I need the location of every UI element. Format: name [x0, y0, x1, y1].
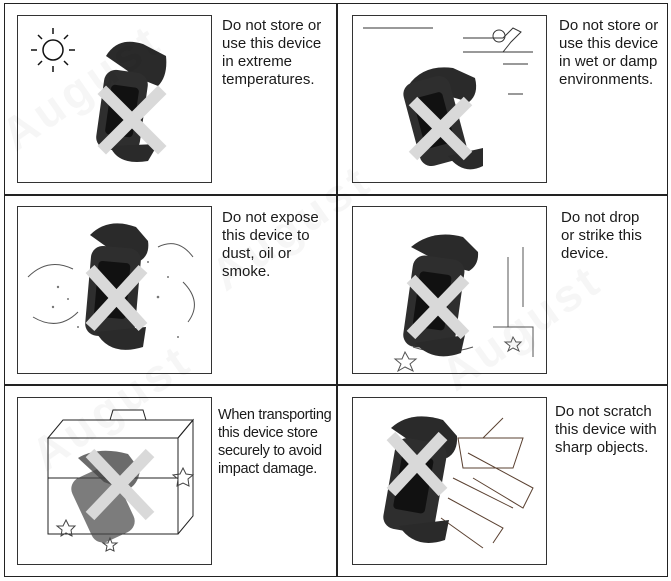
fitness-band-icon	[383, 416, 458, 543]
sun-icon	[31, 28, 75, 72]
warnings-grid: Do not store or use this device in extre…	[4, 3, 668, 577]
fitness-band-icon	[403, 234, 479, 357]
warning-cell-temperature: Do not store or use this device in extre…	[5, 4, 336, 194]
wet-illustration	[352, 15, 547, 183]
warning-cell-dust: Do not expose this device to dust, oil o…	[5, 195, 336, 384]
prohibited-x-icon	[406, 274, 470, 340]
prohibited-x-icon	[85, 448, 155, 521]
warning-cell-drop: Do not drop or strike this device.	[337, 195, 668, 384]
dust-illustration	[17, 206, 212, 374]
warning-cell-wet: Do not store or use this device in wet o…	[337, 4, 668, 194]
prohibited-x-icon	[408, 96, 473, 161]
warning-cell-transport: When transporting this device store secu…	[5, 386, 336, 576]
warning-caption: Do not scratch this device with sharp ob…	[555, 403, 657, 456]
column-divider	[336, 4, 338, 576]
temperature-illustration	[17, 15, 212, 183]
drop-icon	[393, 247, 534, 373]
warning-caption: Do not store or use this device in extre…	[222, 17, 322, 88]
warning-caption: When transporting this device store secu…	[218, 407, 332, 477]
warning-caption: Do not drop or strike this device.	[561, 209, 642, 262]
prohibited-x-icon	[97, 85, 167, 155]
prohibited-x-icon	[85, 264, 148, 332]
warning-cell-scratch: Do not scratch this device with sharp ob…	[337, 386, 668, 576]
scratch-illustration	[352, 397, 547, 565]
warning-caption: Do not store or use this device in wet o…	[559, 17, 659, 88]
prohibited-x-icon	[386, 431, 448, 497]
drop-illustration	[352, 206, 547, 374]
sharp-objects-icon	[440, 417, 534, 549]
water-tap-icon	[363, 27, 533, 95]
smoke-icon	[27, 243, 195, 324]
transport-illustration	[17, 397, 212, 565]
warning-caption: Do not expose this device to dust, oil o…	[222, 209, 319, 280]
